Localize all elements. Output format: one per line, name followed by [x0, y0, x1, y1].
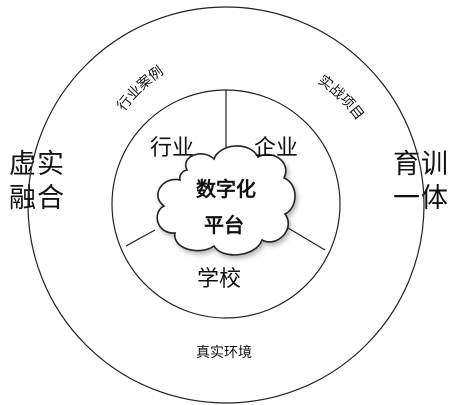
sector-label-enterprise: 企业	[254, 136, 298, 161]
left-label-line2: 融合	[9, 183, 65, 214]
bottom-text-real-environment: 真实环境	[196, 345, 252, 361]
divider-right	[287, 227, 326, 251]
left-label-line1: 虚实	[9, 149, 65, 180]
center-cloud-shape	[156, 145, 296, 256]
right-label-line1: 育训	[393, 149, 449, 180]
sector-label-school: 学校	[197, 267, 241, 292]
cloud-text-line1: 数字化	[196, 177, 256, 201]
right-side-label: 育训 一体	[388, 148, 454, 216]
outer-ring	[27, 6, 425, 404]
right-label-line2: 一体	[393, 183, 449, 214]
sector-label-industry: 行业	[150, 136, 194, 161]
arc-text-industry-cases: 行业案例	[114, 63, 166, 114]
divider-left	[125, 229, 156, 247]
arc-text-practical-projects: 实战项目	[315, 72, 367, 123]
cloud-text-line2: 平台	[204, 213, 244, 237]
left-side-label: 虚实 融合	[4, 148, 70, 216]
